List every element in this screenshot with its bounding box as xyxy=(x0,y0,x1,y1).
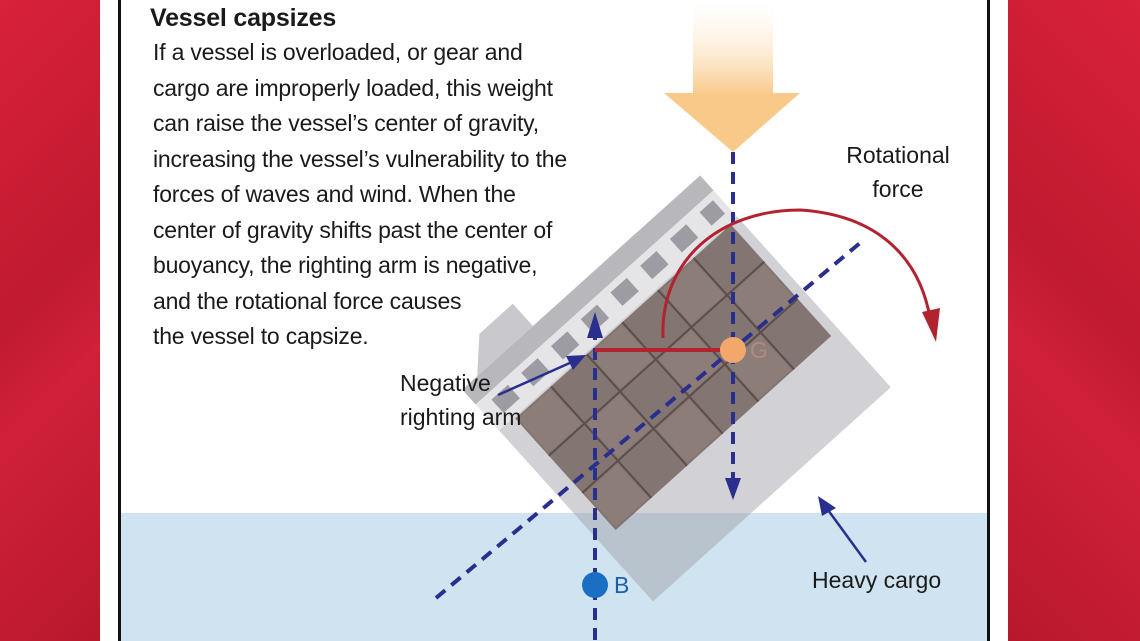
gravity-point-label: G xyxy=(750,337,768,363)
negative-righting-arm-pointer xyxy=(497,360,573,397)
rotational-force-label: Rotational force xyxy=(830,138,966,206)
heavy-cargo-pointer xyxy=(826,509,868,563)
diagram-title: Vessel capsizes xyxy=(150,4,337,32)
right-red-border xyxy=(1008,0,1140,641)
deck-plate xyxy=(462,175,714,405)
description-block: Vessel capsizes If a vessel is overloade… xyxy=(150,3,620,355)
description-line: buoyancy, the righting arm is negative, xyxy=(153,252,538,278)
description-line: forces of waves and wind. When the xyxy=(153,181,516,207)
description-line: increasing the vessel’s vulnerability to… xyxy=(153,145,567,172)
negative-righting-arm-label-line2: righting arm xyxy=(400,404,522,430)
description-line: cargo are improperly loaded, this weight xyxy=(153,74,553,101)
rotational-force-arrow xyxy=(661,208,932,339)
description-line: can raise the vessel’s center of gravity… xyxy=(153,110,539,136)
panel-frame xyxy=(118,0,990,641)
negative-righting-arm-pointer-head xyxy=(566,355,586,370)
rotational-force-label-line2: force xyxy=(872,176,924,202)
buoyancy-line-arrowhead xyxy=(587,312,603,338)
vessel-centerline xyxy=(434,241,862,600)
description-text: If a vessel is overloaded, or gear and c… xyxy=(153,35,620,355)
description-line: If a vessel is overloaded, or gear and xyxy=(153,39,523,65)
left-red-border xyxy=(0,0,100,641)
rotational-force-arrowhead xyxy=(922,308,940,342)
negative-righting-arm-label-line1: Negative xyxy=(400,370,491,396)
gravity-line-arrowhead xyxy=(725,478,741,500)
rotational-force-label-line1: Rotational xyxy=(846,142,950,168)
heavy-cargo-label: Heavy cargo xyxy=(812,567,942,593)
water-area xyxy=(121,513,987,641)
center-of-buoyancy-marker xyxy=(582,572,608,598)
description-line: the vessel to capsize. xyxy=(153,323,369,349)
buoyancy-point-label: B xyxy=(614,572,630,598)
negative-righting-arm-label: Negative righting arm xyxy=(400,366,560,434)
heavy-cargo-pointer-head xyxy=(818,496,836,516)
description-line: center of gravity shifts past the center… xyxy=(153,216,553,243)
description-line: and the rotational force causes xyxy=(153,287,462,314)
center-of-gravity-marker xyxy=(720,337,746,363)
gravity-arrow xyxy=(664,0,800,152)
